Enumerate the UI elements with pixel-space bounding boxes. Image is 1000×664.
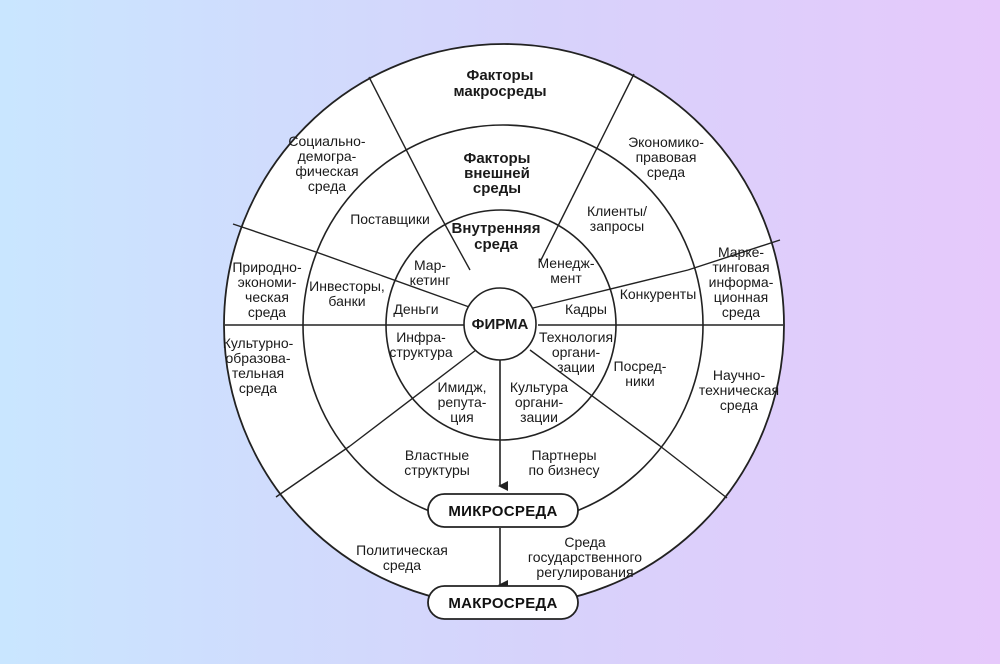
- macro-divider-top-right: [571, 73, 635, 199]
- internal-personnel: Кадры: [565, 301, 607, 317]
- micro-competitors: Конкуренты: [620, 286, 697, 302]
- macro-divider-upper-left: [232, 223, 317, 253]
- macro-badge-label: МАКРОСРЕДА: [448, 595, 557, 612]
- micro-divider-upper-left: [315, 251, 473, 309]
- macro-ring-dividers: [225, 73, 783, 499]
- internal-environment-circle: [385, 209, 617, 441]
- internal-money: Деньги: [393, 301, 438, 317]
- macro-divider-upper-right: [687, 239, 781, 271]
- internal-divider-top-right: [539, 197, 573, 263]
- macro-badge: МАКРОСРЕДА: [427, 585, 579, 620]
- internal-image: Имидж,репута-ция: [438, 379, 487, 425]
- micro-badge-label: МИКРОСРЕДА: [448, 503, 557, 520]
- macro-divider-lower-left: [275, 445, 351, 498]
- internal-divider-top-left: [436, 209, 471, 271]
- internal-management: Менедж-мент: [537, 255, 594, 286]
- internal-infrastructure: Инфра-структура: [389, 329, 453, 360]
- internal-marketing: Мар-кетинг: [410, 257, 451, 288]
- firm-label: ФИРМА: [472, 316, 529, 333]
- micro-intermediaries: Посред-ники: [614, 358, 667, 389]
- micro-clients: Клиенты/запросы: [587, 203, 647, 234]
- micro-divider-lower-right: [529, 349, 661, 447]
- micro-badge: МИКРОСРЕДА: [427, 493, 579, 528]
- micro-suppliers: Поставщики: [350, 211, 430, 227]
- micro-investors: Инвесторы,банки: [309, 278, 385, 309]
- macro-divider-lower-right: [659, 445, 728, 499]
- macro-divider-top-left: [368, 76, 438, 211]
